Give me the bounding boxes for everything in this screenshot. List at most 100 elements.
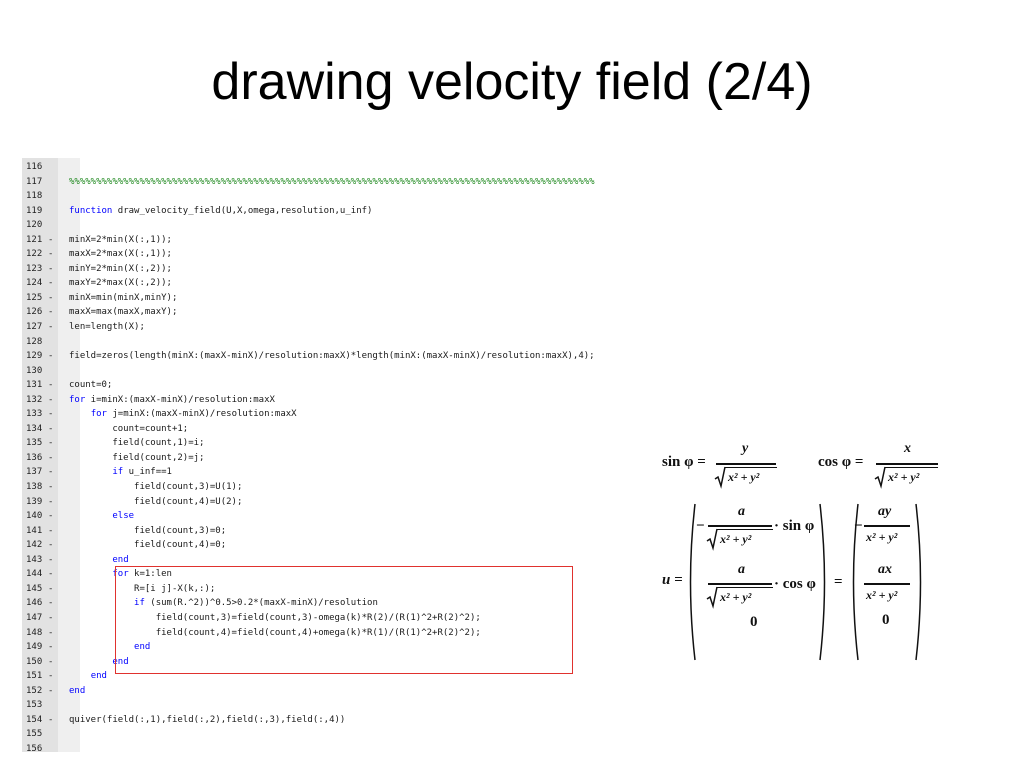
- breakpoint-marker[interactable]: -: [48, 627, 54, 638]
- code-line[interactable]: 134- count=count+1;: [22, 422, 558, 437]
- code-line[interactable]: 139- field(count,4)=U(2);: [22, 495, 558, 510]
- code-line[interactable]: 141- field(count,3)=0;: [22, 524, 558, 539]
- code-line[interactable]: 120: [22, 218, 558, 233]
- code-line[interactable]: 126-maxX=max(maxX,maxY);: [22, 305, 558, 320]
- breakpoint-marker[interactable]: -: [48, 598, 54, 609]
- line-number: 133: [26, 409, 43, 420]
- breakpoint-marker[interactable]: -: [48, 263, 54, 274]
- breakpoint-marker[interactable]: -: [48, 540, 54, 551]
- line-number: 144: [26, 569, 43, 580]
- breakpoint-marker[interactable]: -: [48, 525, 54, 536]
- breakpoint-marker[interactable]: -: [48, 511, 54, 522]
- code-line[interactable]: 153: [22, 698, 558, 713]
- code-line[interactable]: 150- end: [22, 655, 558, 670]
- cos-sqrt-sign: [874, 466, 886, 489]
- code-text: maxY=2*max(X(:,2));: [69, 276, 172, 291]
- breakpoint-marker[interactable]: -: [48, 496, 54, 507]
- breakpoint-marker[interactable]: -: [48, 642, 54, 653]
- breakpoint-marker[interactable]: -: [48, 380, 54, 391]
- code-line[interactable]: 136- field(count,2)=j;: [22, 451, 558, 466]
- code-line[interactable]: 131-count=0;: [22, 378, 558, 393]
- code-text: minX=min(minX,minY);: [69, 291, 177, 306]
- code-line[interactable]: 117%%%%%%%%%%%%%%%%%%%%%%%%%%%%%%%%%%%%%…: [22, 175, 595, 190]
- code-line[interactable]: 154-quiver(field(:,1),field(:,2),field(:…: [22, 713, 558, 728]
- code-line[interactable]: 156: [22, 742, 558, 757]
- breakpoint-marker[interactable]: -: [48, 307, 54, 318]
- line-number: 149: [26, 642, 43, 653]
- code-text: len=length(X);: [69, 320, 145, 335]
- breakpoint-marker[interactable]: -: [48, 671, 54, 682]
- breakpoint-marker[interactable]: -: [48, 612, 54, 623]
- breakpoint-marker[interactable]: -: [48, 482, 54, 493]
- breakpoint-marker[interactable]: -: [48, 583, 54, 594]
- code-line[interactable]: 149- end: [22, 640, 558, 655]
- code-line[interactable]: 130: [22, 364, 558, 379]
- row2-fraction-bar: [708, 583, 772, 585]
- line-number: 142: [26, 540, 43, 551]
- code-line[interactable]: 155: [22, 727, 558, 742]
- code-token: field=zeros(length(minX:(maxX-minX)/reso…: [69, 351, 595, 362]
- code-line[interactable]: 116: [22, 160, 558, 175]
- rvec-row1-denominator: x² + y²: [866, 530, 898, 544]
- code-line[interactable]: 125- minX=min(minX,minY);: [22, 291, 558, 306]
- code-line[interactable]: 121-minX=2*min(X(:,1));: [22, 233, 558, 248]
- code-text: for k=1:len: [69, 567, 172, 582]
- breakpoint-marker[interactable]: -: [48, 423, 54, 434]
- breakpoint-marker[interactable]: -: [48, 292, 54, 303]
- breakpoint-marker[interactable]: -: [48, 685, 54, 696]
- line-number: 124: [26, 278, 43, 289]
- code-line[interactable]: 137- if u_inf==1: [22, 465, 558, 480]
- code-line[interactable]: 146- if (sum(R.^2))^0.5>0.2*(maxX-minX)/…: [22, 596, 558, 611]
- breakpoint-marker[interactable]: -: [48, 278, 54, 289]
- breakpoint-marker[interactable]: -: [48, 438, 54, 449]
- code-line[interactable]: 118: [22, 189, 558, 204]
- code-keyword: end: [112, 554, 129, 565]
- code-line[interactable]: 127-len=length(X);: [22, 320, 558, 335]
- code-line[interactable]: 138- field(count,3)=U(1);: [22, 480, 558, 495]
- code-line[interactable]: 133- for j=minX:(maxX-minX)/resolution:m…: [22, 407, 558, 422]
- code-line[interactable]: 129-field=zeros(length(minX:(maxX-minX)/…: [22, 349, 595, 364]
- breakpoint-marker[interactable]: -: [48, 656, 54, 667]
- line-number: 139: [26, 496, 43, 507]
- breakpoint-marker[interactable]: -: [48, 554, 54, 565]
- breakpoint-marker[interactable]: -: [48, 234, 54, 245]
- breakpoint-marker[interactable]: -: [48, 569, 54, 580]
- code-line[interactable]: 144- for k=1:len: [22, 567, 558, 582]
- breakpoint-marker[interactable]: -: [48, 714, 54, 725]
- left-paren-1: [689, 503, 696, 661]
- code-line[interactable]: 147- field(count,3)=field(count,3)-omega…: [22, 611, 558, 626]
- breakpoint-marker[interactable]: -: [48, 452, 54, 463]
- breakpoint-marker[interactable]: -: [48, 394, 54, 405]
- code-line[interactable]: 123-minY=2*min(X(:,2));: [22, 262, 558, 277]
- code-line[interactable]: 151- end: [22, 669, 558, 684]
- code-text: end: [69, 553, 129, 568]
- code-line[interactable]: 128: [22, 335, 558, 350]
- vector-equals: =: [834, 574, 843, 590]
- breakpoint-column[interactable]: [58, 158, 80, 752]
- code-text: for j=minX:(maxX-minX)/resolution:maxX: [69, 407, 297, 422]
- code-line[interactable]: 124- maxY=2*max(X(:,2));: [22, 276, 558, 291]
- breakpoint-marker[interactable]: -: [48, 467, 54, 478]
- line-number: 140: [26, 511, 43, 522]
- code-line[interactable]: 132-for i=minX:(maxX-minX)/resolution:ma…: [22, 393, 558, 408]
- breakpoint-marker[interactable]: -: [48, 249, 54, 260]
- breakpoint-marker[interactable]: -: [48, 322, 54, 333]
- code-line[interactable]: 135- field(count,1)=i;: [22, 436, 558, 451]
- code-token: field(count,4)=0;: [69, 540, 227, 551]
- code-line[interactable]: 142- field(count,4)=0;: [22, 538, 558, 553]
- breakpoint-marker[interactable]: -: [48, 351, 54, 362]
- code-line[interactable]: 148- field(count,4)=field(count,4)+omega…: [22, 626, 558, 641]
- code-line[interactable]: 122-maxX=2*max(X(:,1));: [22, 247, 558, 262]
- line-number: 125: [26, 292, 43, 303]
- code-line[interactable]: 145- R=[i j]-X(k,:);: [22, 582, 558, 597]
- sin-numerator: y: [742, 441, 749, 456]
- code-text: for i=minX:(maxX-minX)/resolution:maxX: [69, 393, 275, 408]
- code-token: minX=min(minX,minY);: [69, 292, 178, 303]
- code-line[interactable]: 140- else: [22, 509, 558, 524]
- breakpoint-marker[interactable]: -: [48, 409, 54, 420]
- code-line[interactable]: 143- end: [22, 553, 558, 568]
- code-line[interactable]: 152-end: [22, 684, 558, 699]
